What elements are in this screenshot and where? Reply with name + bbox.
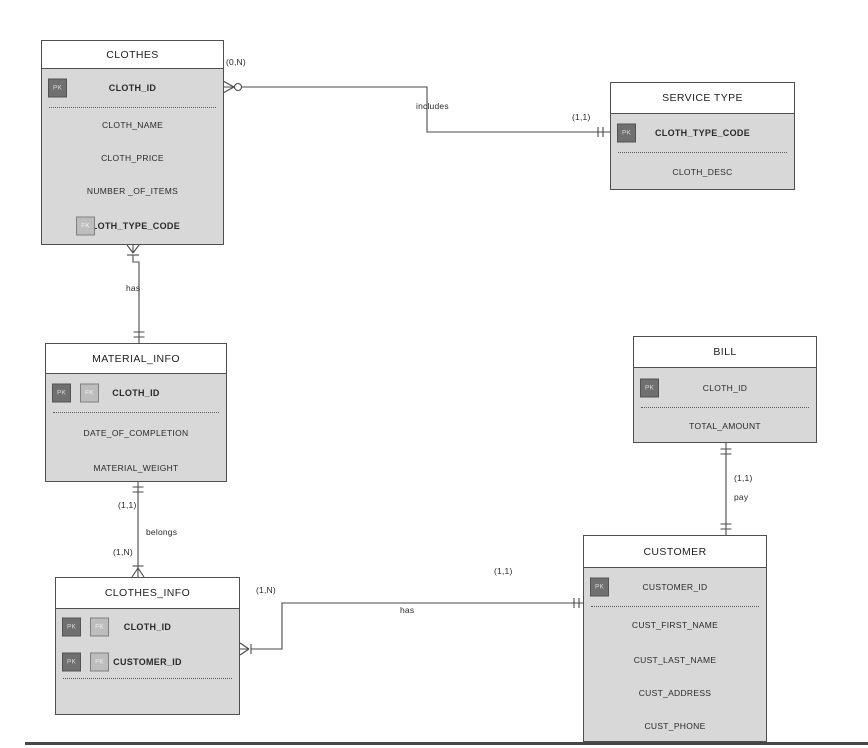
cardinality-pay: (1,1) [734,473,753,483]
attr-row-customer-id: PK CUSTOMER_ID [584,568,766,606]
attr-label: NUMBER _OF_ITEMS [86,185,179,196]
attr-row-cloth-name: CLOTH_NAME [42,108,223,142]
entity-clothes[interactable]: CLOTHES PK CLOTH_ID CLOTH_NAME CLOTH_PRI… [41,40,224,245]
attr-label: CUSTOMER_ID [113,656,182,667]
fk-badge: FK [76,216,95,236]
attr-label: CUST_PHONE [644,720,706,731]
cardinality-clothes-info-belongs: (1,N) [113,547,133,557]
pk-badge: PK [62,617,81,637]
attr-label: DATE_OF_COMPLETION [83,428,189,438]
entity-title: MATERIAL_INFO [46,344,226,374]
attr-label: CLOTH_DESC [672,167,733,177]
attr-row-total-amount: TOTAL_AMOUNT [634,408,816,443]
attr-row-date-of-completion: DATE_OF_COMPLETION [46,413,226,453]
key-separator [49,107,216,108]
attr-label: CUSTOMER_ID [642,582,708,592]
cardinality-clothes-info-has: (1,N) [256,585,276,595]
attr-label: CUST_FIRST_NAME [631,620,719,630]
attr-row-cust-last-name: CUST_LAST_NAME [584,643,766,676]
relationship-label-has-material: has [126,283,141,293]
entity-customer[interactable]: CUSTOMER PK CUSTOMER_ID CUST_FIRST_NAME … [583,535,767,742]
attr-row-cloth-desc: CLOTH_DESC [611,153,794,191]
cardinality-clothes-includes: (0,N) [226,57,246,67]
attr-row-cloth-id: PK FK CLOTH_ID [46,374,226,412]
cardinality-service-includes: (1,1) [572,112,591,122]
relationship-label-includes: includes [416,101,449,111]
attr-label: CLOTH_ID [123,622,172,632]
attr-row-cloth-price: CLOTH_PRICE [42,142,223,174]
fk-badge: FK [90,617,109,637]
attr-row-cloth-type-code: FK CLOTH_TYPE_CODE [42,207,223,245]
entity-title: SERVICE TYPE [611,83,794,114]
wire-pay [720,443,732,535]
attr-label: TOTAL_AMOUNT [689,420,761,431]
attr-row-cust-phone: CUST_PHONE [584,709,766,742]
attr-label: CLOTH_PRICE [101,153,164,163]
key-separator [641,407,809,408]
attr-label: CLOTH_NAME [101,120,164,130]
relationship-label-belongs: belongs [146,527,178,537]
entity-title: CLOTHES_INFO [56,578,239,609]
pk-badge: PK [62,652,81,671]
wire-has-material [126,244,145,343]
key-separator [591,606,759,607]
attr-row-cloth-id: PK CLOTH_ID [42,69,223,107]
pk-badge: PK [640,378,659,397]
attr-row-cust-first-name: CUST_FIRST_NAME [584,607,766,643]
attr-label: MATERIAL_WEIGHT [93,463,179,473]
attr-label: CLOTH_ID [702,382,748,393]
attr-label: CUST_LAST_NAME [633,654,717,665]
pk-badge: PK [590,577,609,597]
attr-row-material-weight: MATERIAL_WEIGHT [46,453,226,483]
attr-row-cust-address: CUST_ADDRESS [584,676,766,709]
pk-badge: PK [48,78,67,98]
key-separator [53,412,219,413]
attr-label: CUST_ADDRESS [638,687,712,698]
attr-label: CLOTH_TYPE_CODE [84,221,180,231]
fk-badge: FK [90,652,109,671]
key-separator [63,678,232,679]
pk-badge: PK [52,383,71,403]
entity-material-info[interactable]: MATERIAL_INFO PK FK CLOTH_ID DATE_OF_COM… [45,343,227,482]
fk-badge: FK [80,383,99,403]
bottom-divider [25,742,868,745]
pk-badge: PK [617,123,636,143]
entity-title: BILL [634,337,816,368]
attr-row-customer-id: PK FK CUSTOMER_ID [56,645,239,678]
cardinality-material-belongs: (1,1) [118,500,137,510]
attr-label: CLOTH_ID [112,388,160,398]
entity-clothes-info[interactable]: CLOTHES_INFO PK FK CLOTH_ID PK FK CUSTOM… [55,577,240,715]
entity-bill[interactable]: BILL PK CLOTH_ID TOTAL_AMOUNT [633,336,817,443]
relationship-label-pay: pay [734,492,749,502]
key-separator [618,152,787,153]
attr-row-cloth-type-code: PK CLOTH_TYPE_CODE [611,114,794,152]
attr-row-cloth-id: PK CLOTH_ID [634,368,816,407]
attr-label: CLOTH_TYPE_CODE [654,128,750,138]
entity-service-type[interactable]: SERVICE TYPE PK CLOTH_TYPE_CODE CLOTH_DE… [610,82,795,190]
wire-belongs [131,482,145,578]
attr-row-cloth-id: PK FK CLOTH_ID [56,609,239,645]
relationship-label-has-customer: has [400,605,415,615]
empty-row [56,679,239,715]
entity-title: CUSTOMER [584,536,766,568]
cardinality-customer-has: (1,1) [494,566,513,576]
entity-title: CLOTHES [42,41,223,69]
attr-row-number-of-items: NUMBER _OF_ITEMS [42,174,223,207]
attr-label: CLOTH_ID [108,83,157,93]
